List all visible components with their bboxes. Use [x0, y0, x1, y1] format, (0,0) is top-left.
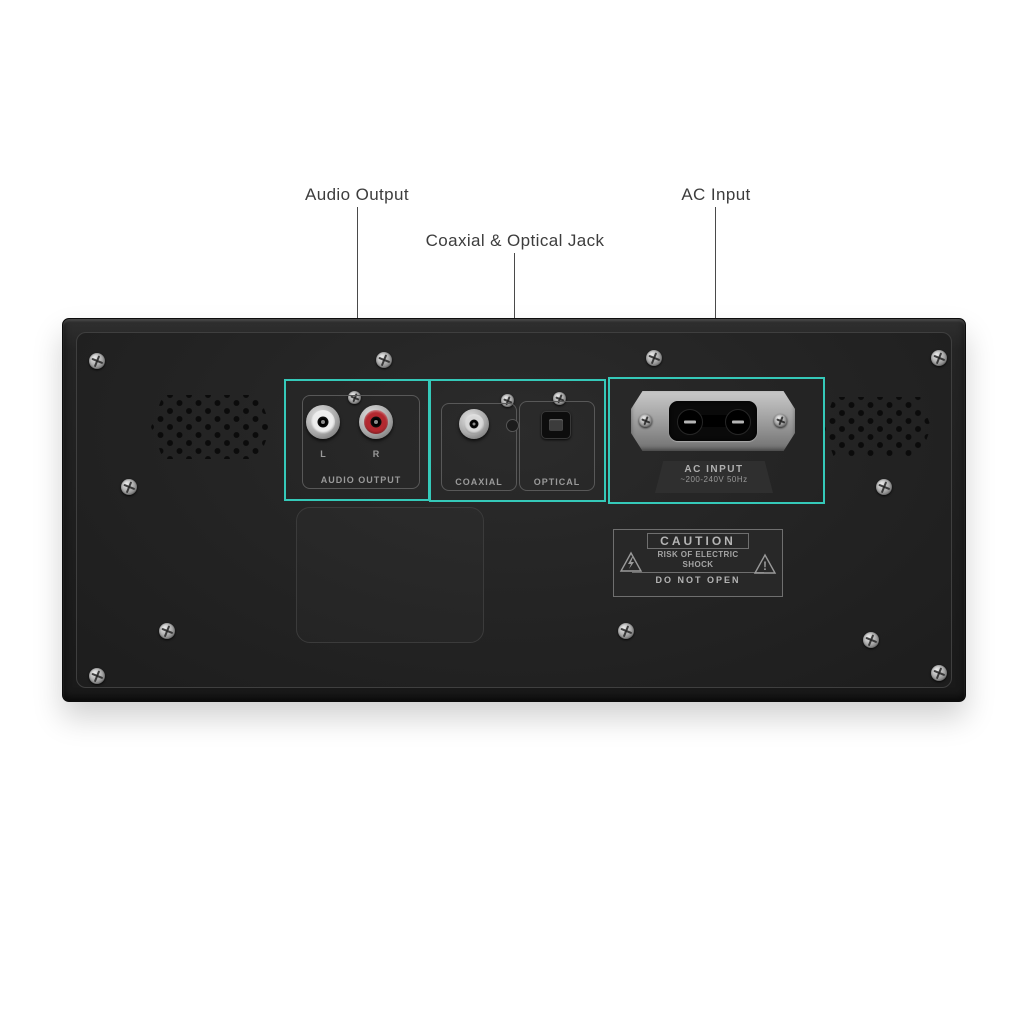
highlight-box-ac-input: [608, 377, 825, 504]
leader-line-ac-input: [715, 207, 716, 385]
coaxial-pin: [472, 422, 476, 426]
optical-label: OPTICAL: [533, 477, 581, 487]
ac-rating-plate: AC INPUT ~200-240V 50Hz: [655, 461, 773, 493]
optical-shutter: [549, 419, 563, 431]
screw-icon: [863, 632, 879, 648]
ac-pin-hole-left: [677, 409, 703, 435]
caution-divider: [632, 572, 764, 573]
caution-risk-line1: RISK OF ELECTRIC: [657, 550, 739, 559]
rca-pin: [321, 420, 325, 424]
annotation-coaxial-optical: Coaxial & Optical Jack: [425, 231, 605, 250]
annotation-ac-input: AC Input: [681, 185, 751, 204]
caution-do-not-open: DO NOT OPEN: [655, 575, 741, 585]
exclamation-warning-triangle-icon: !: [753, 553, 777, 574]
rca-jack-right-red: [359, 405, 393, 439]
screw-icon: [931, 665, 947, 681]
screw-icon: [89, 668, 105, 684]
screw-icon: [348, 391, 361, 404]
caution-label: ! CAUTION RISK OF ELECTRIC SHOCK DO NOT …: [613, 529, 783, 597]
ac-pin: [732, 420, 744, 424]
ac-input-label: AC INPUT: [684, 464, 744, 475]
audio-output-label: AUDIO OUTPUT: [320, 475, 402, 485]
screw-icon: [646, 350, 662, 366]
coaxial-label: COAXIAL: [455, 477, 503, 487]
left-channel-label: L: [320, 449, 326, 459]
lightning-hazard-triangle-icon: [619, 551, 643, 572]
blank-label-area: [296, 507, 484, 643]
annotation-audio-output: Audio Output: [304, 185, 410, 204]
vent-holes-left: [151, 395, 271, 459]
screw-icon: [876, 479, 892, 495]
audio-output-group: AUDIO OUTPUT: [302, 395, 420, 489]
screw-icon: [639, 414, 652, 427]
recessed-plate: [76, 332, 952, 688]
ac-pin: [684, 420, 696, 424]
caution-risk-line2: SHOCK: [682, 560, 714, 569]
ac-c8-socket: [669, 401, 757, 441]
ac-inlet-plate: [631, 391, 795, 451]
vent-holes-right: [823, 397, 931, 457]
right-channel-label: R: [372, 449, 380, 459]
leader-line-audio-output: [357, 207, 358, 392]
exclamation-mark: !: [763, 559, 767, 573]
optical-group: OPTICAL: [519, 401, 595, 491]
screw-icon: [774, 414, 787, 427]
screw-icon: [89, 353, 105, 369]
coaxial-jack: [459, 409, 489, 439]
ac-socket-bridge: [697, 415, 729, 427]
lightning-bolt-icon: [628, 557, 634, 569]
rca-jack-left-white: [306, 405, 340, 439]
highlight-box-coaxial-optical: [429, 379, 606, 502]
optical-jack: [541, 411, 571, 439]
ac-pin-hole-right: [725, 409, 751, 435]
caution-title: CAUTION: [647, 533, 749, 549]
ac-rating-label: ~200-240V 50Hz: [680, 475, 748, 484]
screw-icon: [159, 623, 175, 639]
rca-pin: [374, 420, 378, 424]
coaxial-group: COAXIAL: [441, 403, 517, 491]
device-back-panel: AUDIO OUTPUT L R COAXIAL OPTICAL: [62, 318, 966, 702]
screw-icon: [376, 352, 392, 368]
round-marker: [506, 419, 519, 432]
screw-icon: [931, 350, 947, 366]
screw-icon: [618, 623, 634, 639]
screw-icon: [121, 479, 137, 495]
